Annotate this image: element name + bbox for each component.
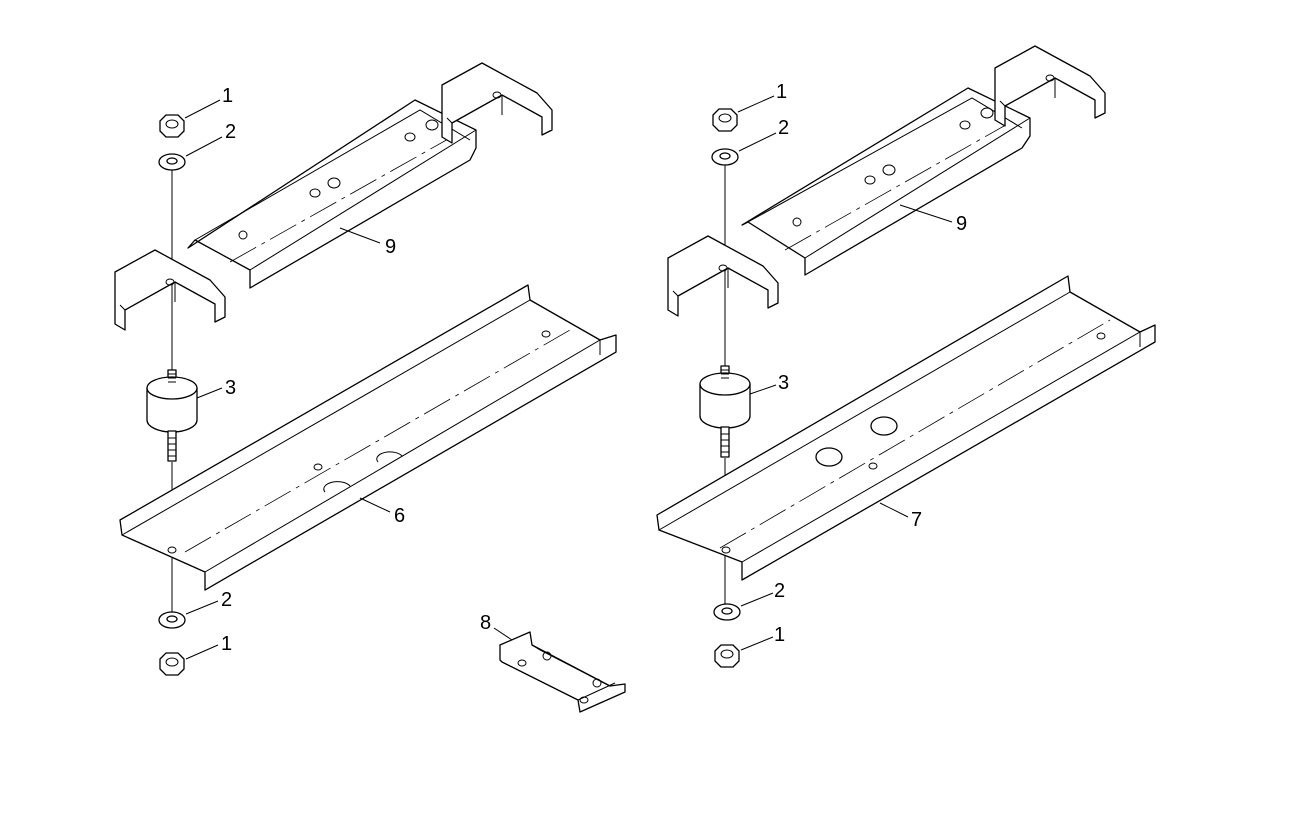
washer-icon (713, 603, 741, 621)
callout-label: 2 (225, 121, 236, 143)
washer-icon (158, 153, 186, 171)
cover-channel-9 (741, 87, 1031, 276)
nut-icon (712, 108, 738, 132)
nut-icon (159, 652, 185, 676)
washer-icon (711, 148, 739, 166)
base-channel-7 (656, 275, 1156, 581)
nut-icon (159, 114, 185, 138)
callout-label: 3 (225, 377, 236, 399)
callout-label: 2 (221, 589, 232, 611)
nut-icon (714, 644, 740, 668)
left-assembly: 1 2 9 3 6 2 1 (114, 62, 617, 676)
right-assembly: 1 2 9 3 7 2 1 (656, 45, 1156, 668)
base-channel-6 (119, 284, 617, 591)
rubber-mount-icon (146, 369, 198, 462)
callout-label: 1 (774, 624, 785, 646)
callout-label: 1 (776, 81, 787, 103)
cover-channel-9 (187, 99, 477, 289)
callout-label: 8 (480, 612, 491, 634)
callout-label: 1 (221, 633, 232, 655)
callout-label: 1 (222, 85, 233, 107)
channel-clip (667, 235, 779, 317)
callout-label: 3 (778, 372, 789, 394)
callout-label: 6 (394, 505, 405, 527)
rubber-mount-icon (699, 365, 751, 458)
callout-label: 2 (774, 580, 785, 602)
callout-label: 2 (778, 117, 789, 139)
washer-icon (158, 611, 186, 629)
channel-clip (114, 249, 226, 331)
bracket-8: 8 (480, 612, 626, 713)
callout-label: 9 (385, 236, 396, 258)
callout-label: 9 (956, 213, 967, 235)
callout-label: 7 (911, 509, 922, 531)
